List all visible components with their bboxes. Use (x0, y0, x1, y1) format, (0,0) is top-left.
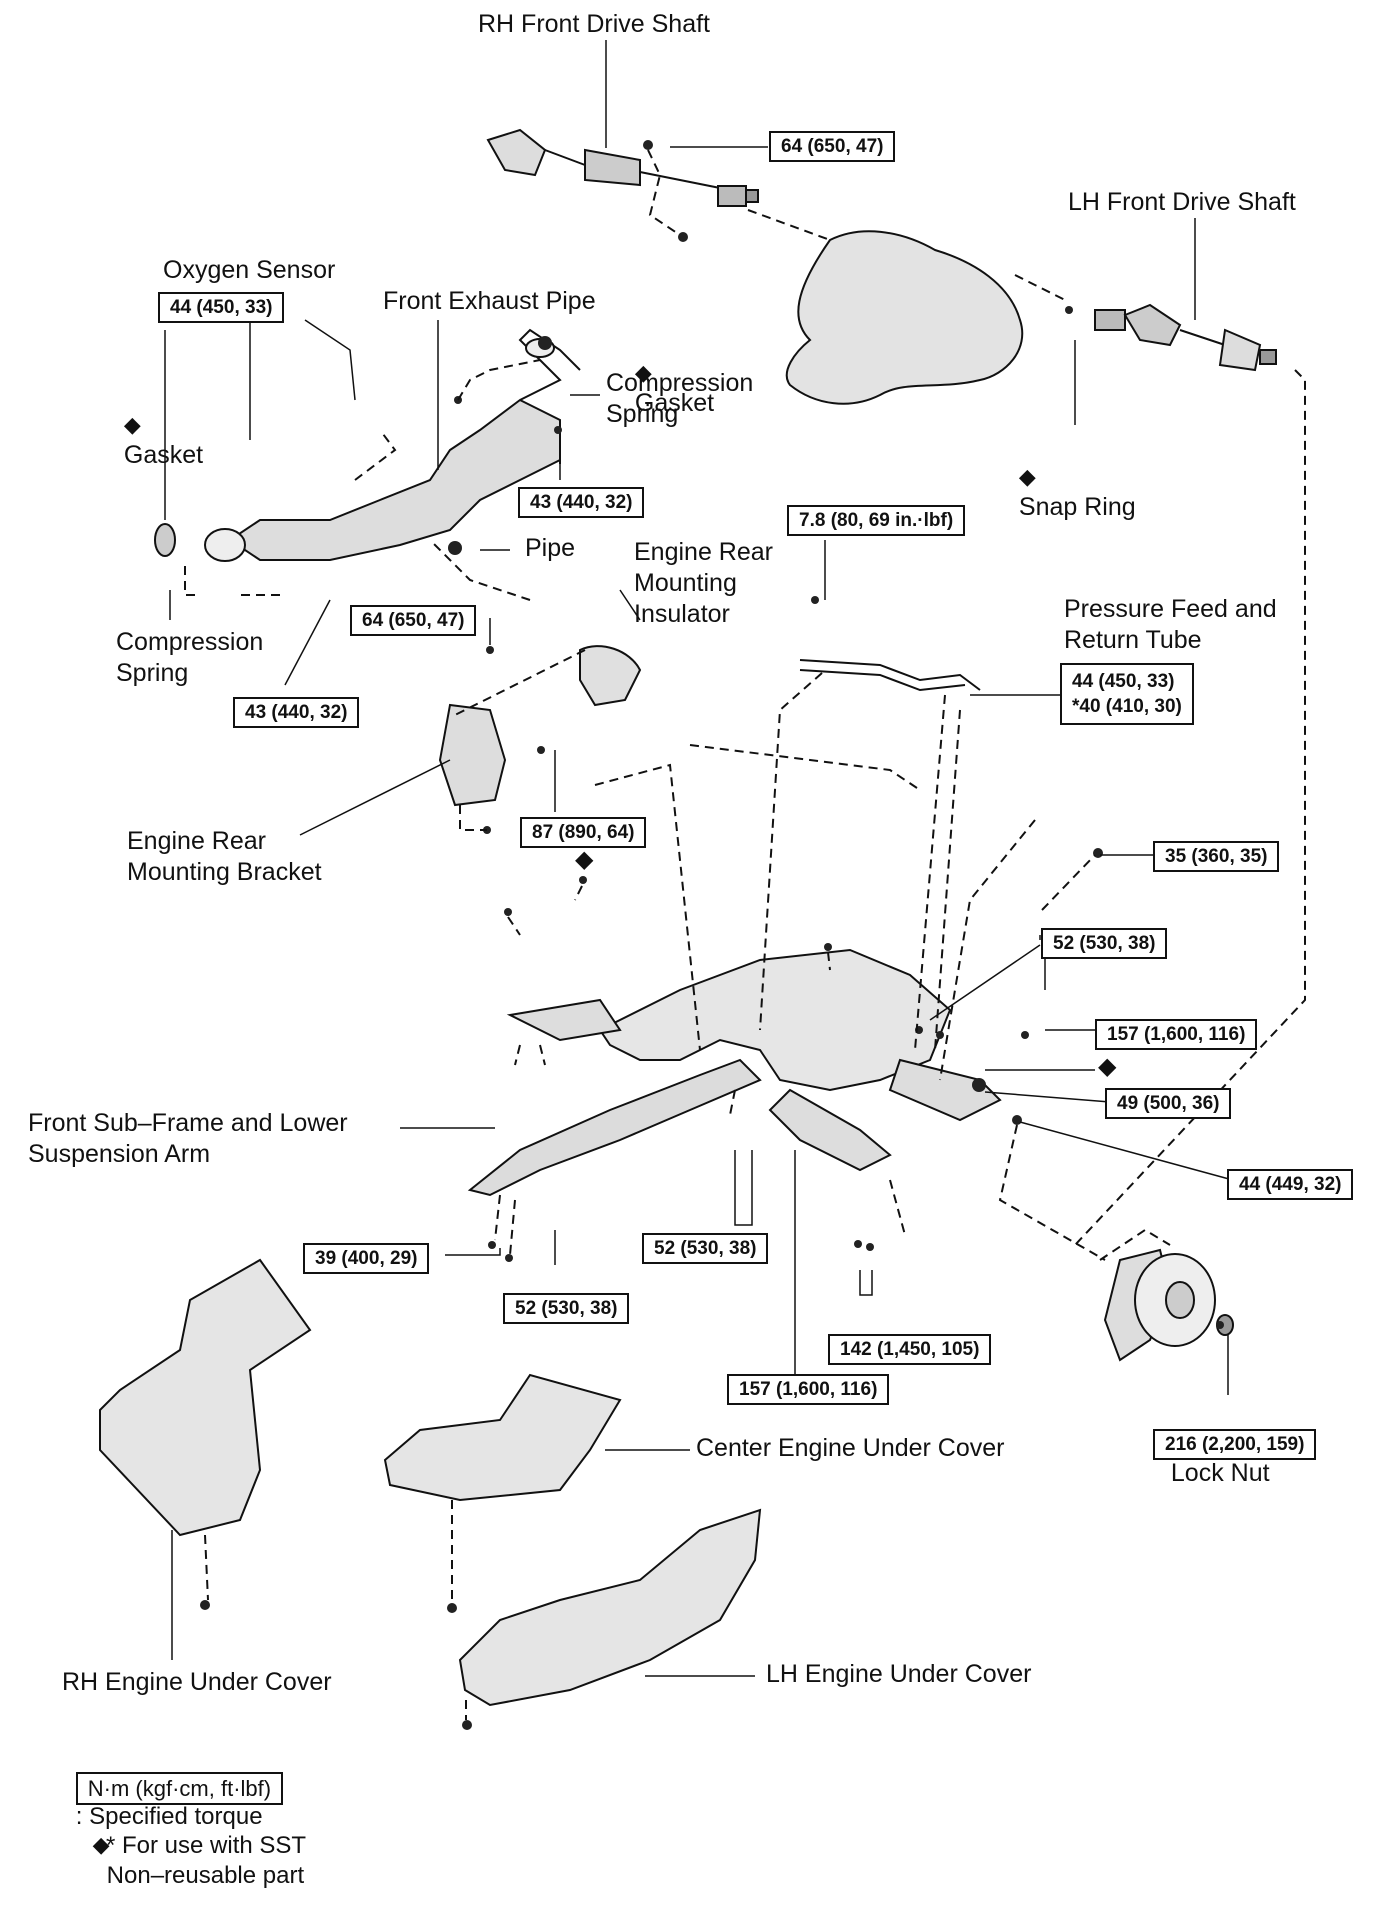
label-engine-rear-mounting-insulator: Engine Rear Mounting Insulator (634, 538, 773, 628)
steering-knuckle-part (1103, 1248, 1234, 1362)
label-snap-ring: ◆ Snap Ring (1005, 430, 1136, 523)
label-lh-engine-under-cover: LH Engine Under Cover (766, 1660, 1032, 1688)
diamond-icon: ◆ (1018, 464, 1036, 489)
torque-52-mid: 52 (530, 38) (642, 1233, 769, 1264)
lh-engine-under-cover-part (458, 1508, 762, 1707)
gasket-top-text: Gasket (634, 389, 715, 417)
torque-pressure-feed-bolt: 7.8 (80, 69 in.·lbf) (787, 505, 966, 536)
label-oxygen-sensor: Oxygen Sensor (163, 256, 336, 284)
label-gasket-left: ◆ Gasket (110, 378, 203, 471)
torque-lock-nut: 216 (2,200, 159) (1153, 1429, 1317, 1460)
front-sub-frame-part (467, 948, 1002, 1197)
dashed-leaders (184, 149, 1306, 1720)
center-engine-under-cover-part (383, 1373, 622, 1502)
lh-front-drive-shaft-part (1094, 303, 1277, 372)
torque-pressure-feed-tube: 44 (450, 33) *40 (410, 30) (1060, 663, 1194, 725)
label-compression-spring-top: Compression Spring (606, 369, 754, 428)
legend-unit-desc: : Specified torque (75, 1803, 263, 1830)
torque-157-low: 157 (1,600, 116) (727, 1374, 890, 1405)
rh-engine-under-cover-part (99, 1258, 312, 1537)
torque-compression-spring-bottom: 43 (440, 32) (233, 697, 360, 728)
label-lh-front-drive-shaft: LH Front Drive Shaft (1068, 188, 1296, 216)
legend-unit-box: N·m (kgf·cm, ft·lbf) (75, 1772, 284, 1805)
diamond-icon: ◆ (634, 360, 652, 385)
rh-front-drive-shaft-part (486, 128, 759, 207)
label-gasket-top: ◆ Gasket (621, 326, 714, 419)
torque-142: 142 (1,450, 105) (828, 1334, 992, 1365)
label-front-exhaust-pipe: Front Exhaust Pipe (383, 287, 596, 315)
torque-drive-shaft: 64 (650, 47) (769, 131, 896, 162)
legend-nonreusable: ◆ Non–reusable part (66, 1798, 304, 1922)
legend-sst: * For use with SST (106, 1832, 307, 1859)
label-pipe: Pipe (525, 534, 576, 562)
torque-52-low: 52 (530, 38) (503, 1293, 630, 1324)
transaxle-part (785, 230, 1024, 405)
pressure-feed-tube-part (799, 659, 981, 692)
engine-rear-mounting-bracket-part (438, 645, 642, 807)
label-pressure-feed-return-tube: Pressure Feed and Return Tube (1064, 595, 1277, 654)
label-front-sub-frame: Front Sub–Frame and Lower Suspension Arm (28, 1109, 348, 1168)
label-rh-engine-under-cover: RH Engine Under Cover (62, 1668, 332, 1696)
front-exhaust-pipe-part (154, 328, 581, 562)
torque-insulator: 87 (890, 64) (520, 817, 647, 848)
diamond-icon: ◆ (575, 846, 594, 873)
torque-oxygen-sensor: 44 (450, 33) (158, 292, 285, 323)
solid-leaders (164, 40, 1241, 1677)
gasket-left-text: Gasket (123, 441, 204, 469)
torque-44-449: 44 (449, 32) (1227, 1169, 1354, 1200)
label-compression-spring-bottom: Compression Spring (116, 628, 264, 687)
torque-49: 49 (500, 36) (1105, 1088, 1232, 1119)
diamond-icon: ◆ (92, 1832, 110, 1857)
label-engine-rear-mounting-bracket: Engine Rear Mounting Bracket (127, 827, 322, 886)
lock-nut-text: Lock Nut (1170, 1459, 1270, 1487)
torque-steering-gear: 35 (360, 35) (1153, 841, 1280, 872)
label-rh-front-drive-shaft: RH Front Drive Shaft (478, 10, 711, 38)
torque-39: 39 (400, 29) (303, 1243, 430, 1274)
torque-52-right: 52 (530, 38) (1041, 928, 1168, 959)
torque-157-right: 157 (1,600, 116) (1095, 1019, 1258, 1050)
torque-compression-spring-top: 43 (440, 32) (518, 487, 645, 518)
legend-nonreusable-text: Non–reusable part (106, 1862, 305, 1889)
diamond-icon: ◆ (1098, 1053, 1117, 1080)
legend-unit-row: N·m (kgf·cm, ft·lbf) : Specified torque (58, 1760, 284, 1850)
snap-ring-text: Snap Ring (1018, 493, 1136, 521)
torque-bracket-top: 64 (650, 47) (350, 605, 477, 636)
diamond-icon: ◆ (123, 412, 141, 437)
label-center-engine-under-cover: Center Engine Under Cover (696, 1434, 1005, 1462)
